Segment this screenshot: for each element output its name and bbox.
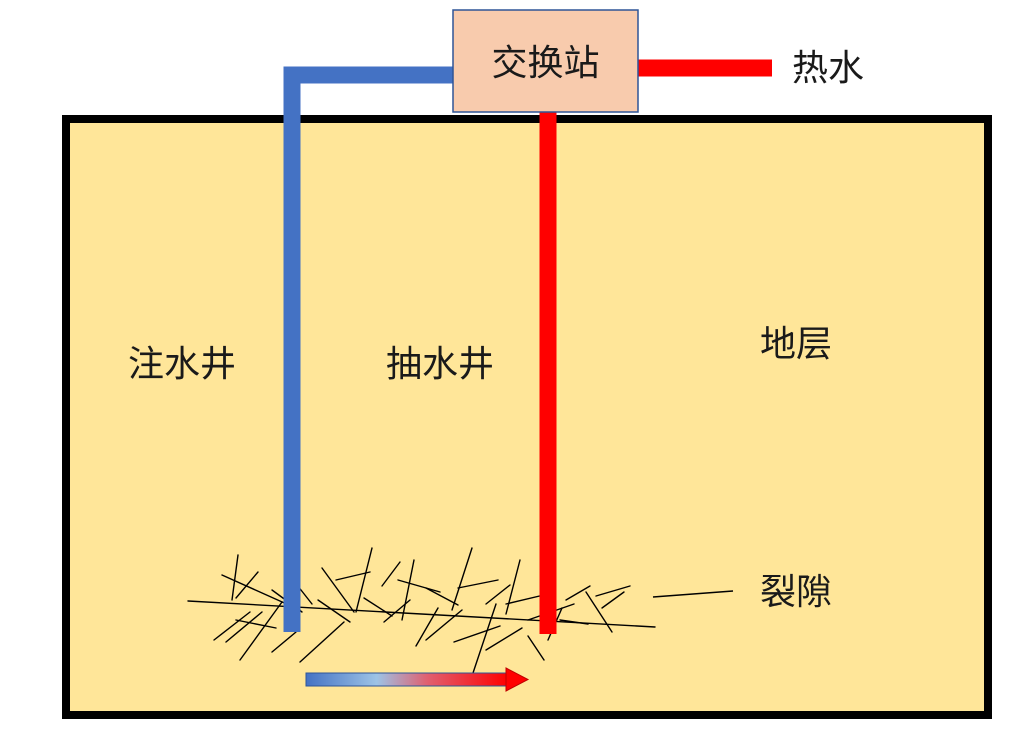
fracture-segment (451, 547, 473, 611)
fracture-segment (299, 621, 345, 663)
fracture-segment (565, 585, 591, 601)
fracture-segment (505, 559, 521, 615)
fracture-segment (485, 627, 523, 651)
fracture-segment (585, 591, 613, 633)
fracture-segment (335, 571, 371, 581)
fracture-segment (397, 579, 441, 593)
flow-direction-arrow (305, 667, 530, 692)
stratum-label: 地层 (760, 324, 832, 365)
fracture-segment (471, 603, 497, 677)
fracture-segment (415, 607, 439, 647)
exchange-station-label: 交换站 (491, 43, 599, 84)
hot-water-label: 热水 (792, 48, 864, 89)
fracture-segment (527, 635, 545, 661)
fracture-segment (235, 619, 277, 629)
fracture-segment (601, 591, 625, 609)
fracture-segment (231, 554, 239, 601)
fracture-segment (425, 587, 459, 606)
fracture-segment (401, 559, 415, 621)
fracture-segment (235, 571, 259, 599)
fracture-segment (355, 547, 373, 613)
injection-pipe (283, 66, 455, 632)
fracture-segment (485, 584, 511, 605)
stratum-block (62, 115, 992, 719)
fracture-segment (595, 585, 631, 597)
fracture-segment (225, 611, 263, 643)
fracture-segment (213, 611, 251, 641)
fracture-segment (321, 567, 355, 613)
fracture-segment (381, 561, 401, 587)
production-well-label: 抽水井 (386, 344, 494, 385)
fracture-leader-line (652, 590, 734, 598)
fracture-segment (457, 579, 499, 589)
fracture-segment (559, 619, 589, 625)
fracture-segment (363, 597, 393, 617)
injection-well-label: 注水井 (128, 344, 236, 385)
fracture-label: 裂隙 (760, 572, 832, 613)
fracture-segment (271, 631, 297, 653)
fracture-segment (239, 601, 283, 661)
exchange-station-box (452, 9, 639, 113)
fracture-segment (317, 599, 351, 623)
fracture-segment (453, 625, 501, 643)
fracture-segment (425, 609, 463, 641)
